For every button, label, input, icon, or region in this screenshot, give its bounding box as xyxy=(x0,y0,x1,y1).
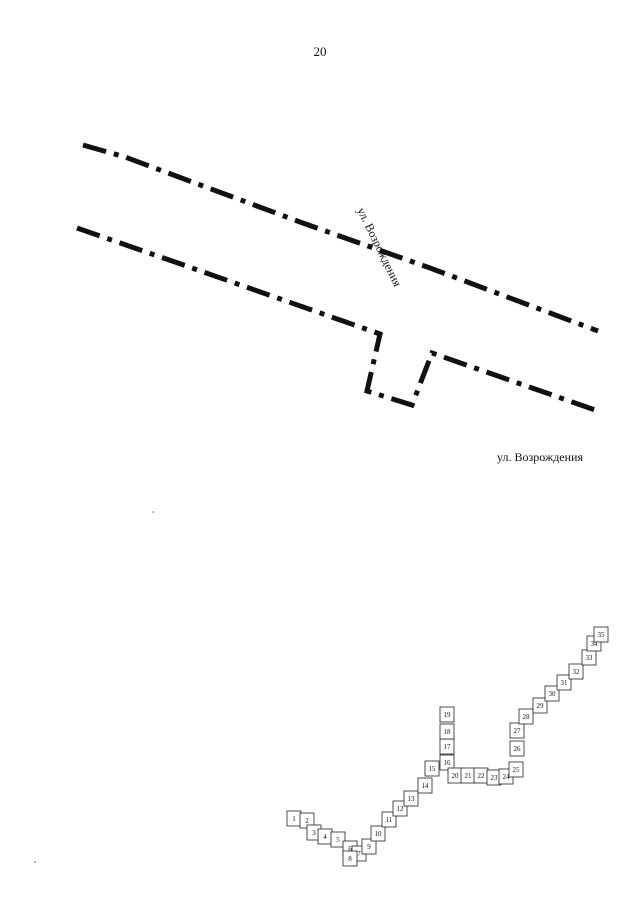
sheet-label-8: 8 xyxy=(348,855,352,863)
sheet-label-4: 4 xyxy=(323,833,327,841)
sheet-label-27: 27 xyxy=(514,727,522,735)
sheet-label-18: 18 xyxy=(444,728,452,736)
sheet-box-12 xyxy=(392,800,408,817)
sheet-label-7: 7 xyxy=(357,850,361,858)
sheet-label-11: 11 xyxy=(386,816,393,824)
sheet-label-20: 20 xyxy=(452,772,460,780)
sheet-box-18 xyxy=(439,723,455,740)
sheet-box-25 xyxy=(508,761,524,778)
sheet-label-26: 26 xyxy=(514,745,522,753)
sheet-box-30 xyxy=(544,685,560,702)
sheet-box-14 xyxy=(417,777,433,794)
sheet-label-28: 28 xyxy=(523,713,531,721)
sheet-label-1: 1 xyxy=(292,815,296,823)
sheet-box-26 xyxy=(509,740,525,757)
sheet-label-33: 33 xyxy=(586,654,594,662)
stray-dot xyxy=(152,511,154,513)
sheet-label-10: 10 xyxy=(375,830,383,838)
sheet-box-28 xyxy=(518,708,534,725)
sheet-box-9 xyxy=(361,838,377,855)
sheet-label-32: 32 xyxy=(573,668,581,676)
sheet-box-35 xyxy=(593,626,609,643)
sheet-label-2: 2 xyxy=(305,817,309,825)
sheet-box-16 xyxy=(439,754,455,771)
sheet-box-5 xyxy=(330,831,346,848)
sheet-label-31: 31 xyxy=(561,679,569,687)
sheet-label-6: 6 xyxy=(348,845,352,853)
sheet-label-22: 22 xyxy=(478,772,486,780)
sheet-label-34: 34 xyxy=(591,640,599,648)
sheet-label-35: 35 xyxy=(598,631,606,639)
sheet-box-32 xyxy=(568,663,584,680)
sheet-label-15: 15 xyxy=(429,765,437,773)
sheet-label-29: 29 xyxy=(537,702,545,710)
sheet-label-16: 16 xyxy=(444,759,452,767)
sheet-box-31 xyxy=(556,674,572,691)
sheet-label-23: 23 xyxy=(491,774,499,782)
stray-dot xyxy=(34,861,36,863)
page-number: 20 xyxy=(313,44,327,59)
sheet-box-8 xyxy=(342,850,358,867)
sheet-label-24: 24 xyxy=(503,773,511,781)
sheet-label-19: 19 xyxy=(444,711,452,719)
sheet-label-30: 30 xyxy=(549,690,557,698)
street-boundary-upper xyxy=(82,142,599,334)
street-label-rotated: ул. Возрождения xyxy=(354,205,404,289)
sheet-box-15 xyxy=(424,760,440,777)
street-boundary-lower xyxy=(76,225,599,414)
sheet-label-5: 5 xyxy=(336,836,340,844)
sheet-label-13: 13 xyxy=(408,795,416,803)
sheet-label-3: 3 xyxy=(312,829,316,837)
sheet-box-13 xyxy=(403,790,419,807)
sheet-label-17: 17 xyxy=(444,743,452,751)
sheet-box-11 xyxy=(381,811,397,828)
street-caption: ул. Возрождения xyxy=(497,450,583,464)
sheet-box-29 xyxy=(532,697,548,714)
sheet-label-25: 25 xyxy=(513,766,521,774)
sheet-label-21: 21 xyxy=(465,772,473,780)
sheet-box-27 xyxy=(509,722,525,739)
sheet-label-14: 14 xyxy=(422,782,430,790)
sheet-box-10 xyxy=(370,825,386,842)
sheet-label-12: 12 xyxy=(397,805,405,813)
sheet-label-9: 9 xyxy=(367,843,371,851)
sheet-box-19 xyxy=(439,706,455,723)
